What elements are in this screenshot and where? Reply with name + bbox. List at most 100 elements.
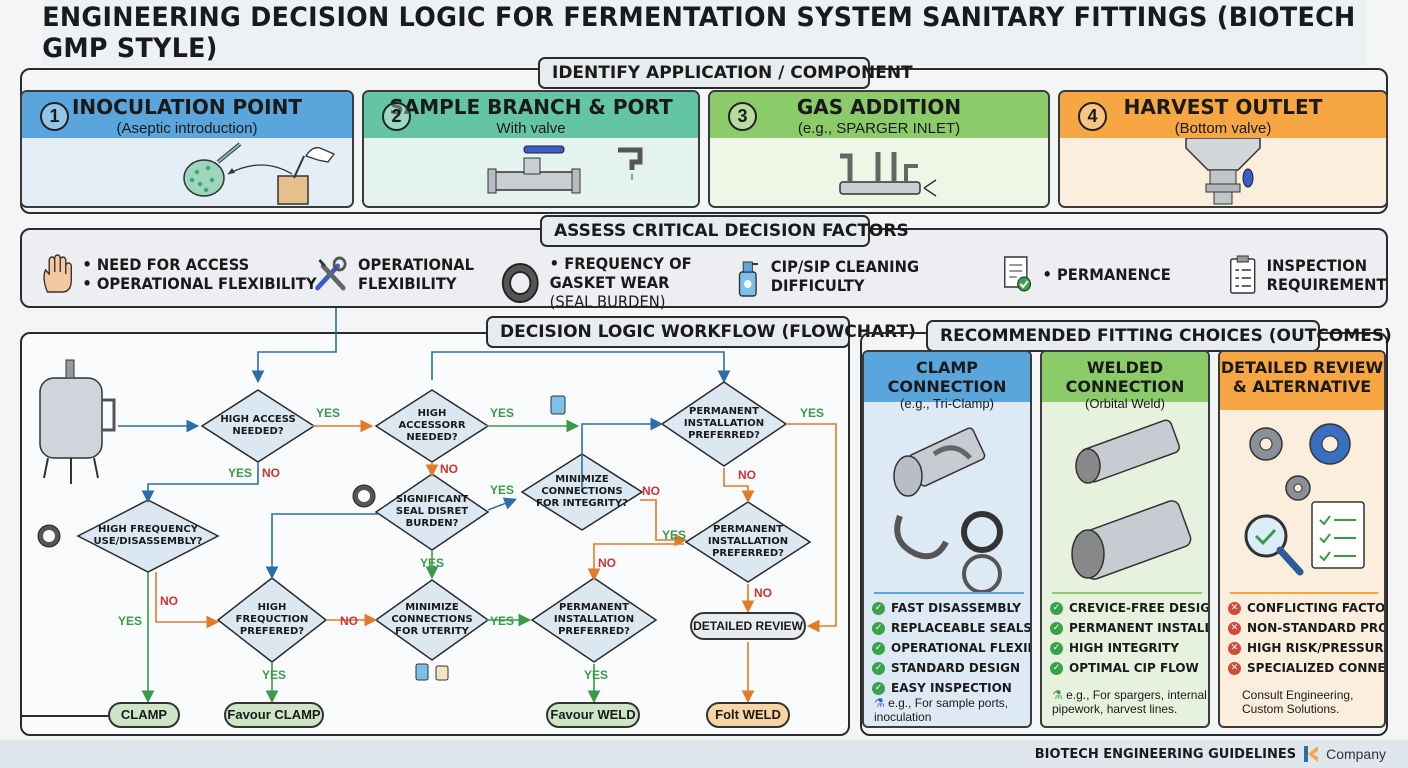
factor-text: • NEED FOR ACCESS bbox=[82, 255, 250, 274]
card-title: HARVEST OUTLET bbox=[1123, 95, 1323, 119]
step-number: 3 bbox=[728, 102, 757, 131]
edge-label-no: NO bbox=[642, 484, 660, 498]
decision-text: HIGH FREQUENCY bbox=[98, 524, 198, 535]
decision-text: HIGH bbox=[417, 408, 447, 419]
factor-text: DIFFICULTY bbox=[770, 276, 865, 295]
outcome-feature: ✓FAST DISASSEMBLY bbox=[872, 598, 1030, 618]
decision-text: INSTALLATION bbox=[683, 418, 765, 429]
card-subtitle: (e.g., SPARGER INLET) bbox=[797, 120, 961, 137]
edge-label-yes: YES bbox=[262, 668, 287, 682]
decision-text: PREFERRED? bbox=[688, 430, 760, 441]
edge-label-yes: YES bbox=[420, 556, 445, 570]
check-icon: ✓ bbox=[1050, 601, 1063, 615]
check-icon: ✓ bbox=[872, 641, 885, 655]
card-subtitle: With valve bbox=[496, 120, 566, 137]
decision-text: PREFERRED? bbox=[712, 548, 784, 559]
outcome-note: ⚗ e.g., For spargers, internal pipework,… bbox=[1052, 688, 1207, 716]
check-icon: ✓ bbox=[1050, 661, 1063, 675]
card-harvest-outlet[interactable]: 4 HARVEST OUTLET (Bottom valve) bbox=[1058, 90, 1388, 208]
outcome-feature: ✓OPERATIONAL FLEXIBILITY bbox=[872, 638, 1030, 658]
decision-text: NEEDED? bbox=[406, 432, 458, 443]
step-number: 1 bbox=[40, 102, 69, 131]
outcome-feature: ✓STANDARD DESIGN bbox=[872, 658, 1030, 678]
company-logo-icon bbox=[1304, 746, 1319, 762]
outcome-feature: ✓PERMANENT INSTALLATION bbox=[1050, 618, 1208, 638]
edge-label-no: NO bbox=[262, 466, 280, 480]
edge-label-yes: YES bbox=[800, 406, 825, 420]
edge-label-no: NO bbox=[440, 462, 458, 476]
outcome-risk: ✕SPECIALIZED CONNECTIONS bbox=[1228, 658, 1384, 678]
spray-bottle-icon bbox=[738, 261, 758, 297]
factor-access: • NEED FOR ACCESS• OPERATIONAL FLEXIBILI… bbox=[40, 254, 317, 294]
footer-guidelines: BIOTECH ENGINEERING GUIDELINES bbox=[1034, 746, 1297, 762]
card-sample-branch[interactable]: 2 SAMPLE BRANCH & PORT With valve bbox=[362, 90, 700, 208]
edge-label-yes: YES bbox=[490, 406, 515, 420]
x-circle-icon: ✕ bbox=[1228, 641, 1241, 655]
outcome-subtitle: (e.g., Tri-Clamp) bbox=[900, 396, 994, 411]
decision-diamond bbox=[374, 579, 490, 661]
outcome-feature: ✓CREVICE-FREE DESIGN bbox=[1050, 598, 1208, 618]
edge-label-yes: YES bbox=[118, 614, 143, 628]
outcome-title: DETAILED REVIEW bbox=[1220, 358, 1384, 377]
edge-label-no: NO bbox=[598, 556, 616, 570]
card-title: INOCULATION POINT bbox=[71, 95, 303, 119]
decision-text: ACCESSORR bbox=[398, 420, 466, 431]
decision-text: CONNECTIONS bbox=[541, 486, 623, 497]
terminal-favour-clamp: Favour CLAMP bbox=[224, 702, 324, 728]
weld-pipe-illustration bbox=[1071, 419, 1192, 580]
decision-text: MINIMIZE bbox=[555, 474, 609, 485]
card-subtitle: (Aseptic introduction) bbox=[116, 120, 258, 137]
decision-diamond bbox=[660, 381, 788, 467]
certificate-icon bbox=[1004, 256, 1031, 292]
decision-diamond bbox=[530, 577, 658, 663]
inoculation-illustration bbox=[183, 142, 336, 205]
factor-text: GASKET WEAR bbox=[549, 273, 670, 292]
outcomes-heading: RECOMMENDED FITTING CHOICES (OUTCOMES) bbox=[926, 320, 1392, 352]
decision-text: FREQUCTION bbox=[235, 614, 309, 625]
footer: BIOTECH ENGINEERING GUIDELINES Company bbox=[0, 740, 1408, 768]
outcome-risk: ✕NON-STANDARD PROCESS bbox=[1228, 618, 1384, 638]
edge-label-yes: YES bbox=[584, 668, 609, 682]
decision-text: MINIMIZE bbox=[405, 602, 459, 613]
edge-label-yes: YES bbox=[316, 406, 341, 420]
outcome-title: CLAMP CONNECTION bbox=[887, 358, 1007, 396]
edge-label-yes: YES bbox=[490, 614, 515, 628]
card-gas-addition[interactable]: 3 GAS ADDITION (e.g., SPARGER INLET) bbox=[708, 90, 1050, 208]
flowchart-heading: DECISION LOGIC WORKFLOW (FLOWCHART) bbox=[486, 316, 916, 348]
factors-heading: ASSESS CRITICAL DECISION FACTORS bbox=[540, 215, 909, 247]
edge-label-no: NO bbox=[160, 594, 178, 608]
outcome-review: DETAILED REVIEW & ALTERNATIVE ✕CONFLICTI… bbox=[1218, 350, 1386, 728]
decision-text: PERMANENT bbox=[713, 524, 783, 535]
outcome-feature: ✓OPTIMAL CIP FLOW bbox=[1050, 658, 1208, 678]
outcome-welded: WELDED CONNECTION (Orbital Weld) ✓CREVIC… bbox=[1040, 350, 1210, 728]
outcome-feature: ✓HIGH INTEGRITY bbox=[1050, 638, 1208, 658]
decision-text: NEEDED? bbox=[232, 426, 284, 437]
terminal-detailed-review: DETAILED REVIEW bbox=[690, 612, 806, 640]
outcome-note: Consult Engineering, Custom Solutions. bbox=[1242, 688, 1354, 716]
outcome-title: WELDED CONNECTION bbox=[1065, 358, 1185, 396]
tri-clamp-illustration bbox=[893, 427, 1003, 594]
decision-diamond bbox=[684, 501, 812, 583]
decision-text: FOR INTEGRITY? bbox=[536, 498, 628, 509]
outcome-risk: ✕HIGH RISK/PRESSURE/TEMP bbox=[1228, 638, 1384, 658]
card-subtitle: (Bottom valve) bbox=[1174, 120, 1272, 137]
decision-text: USE/DISASSEMBLY? bbox=[93, 536, 203, 547]
terminal-folt-weld: Folt WELD bbox=[706, 702, 790, 728]
decision-text: SIGNIFICANT bbox=[395, 494, 469, 505]
decision-text: PREFERRED? bbox=[558, 626, 630, 637]
card-inoculation-point[interactable]: 1 INOCULATION POINT (Aseptic introductio… bbox=[20, 90, 354, 208]
edge-label-yes: YES bbox=[490, 483, 515, 497]
factor-text: REQUIREMENT bbox=[1266, 275, 1387, 294]
factor-text: • OPERATIONAL FLEXIBILITY bbox=[82, 274, 317, 293]
check-icon: ✓ bbox=[872, 661, 885, 675]
gears-review-illustration bbox=[1244, 423, 1365, 576]
